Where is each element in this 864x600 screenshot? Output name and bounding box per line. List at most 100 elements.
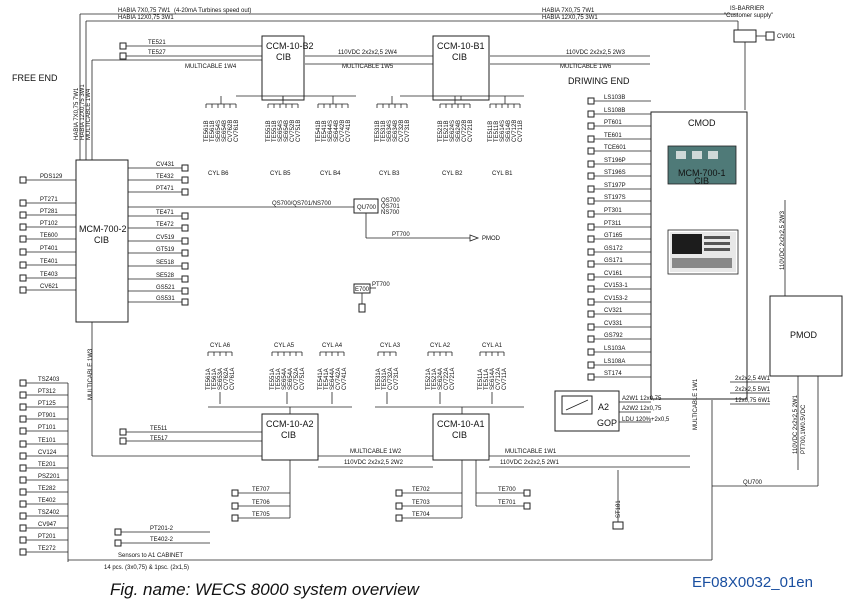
cyl-a-signal-1-2: SE654A bbox=[282, 368, 288, 390]
cyl-b-signal-5-1: TE511B bbox=[494, 121, 500, 142]
top-cable-left-1: HABIA 7X0,75 7W1 bbox=[118, 8, 171, 14]
mcm-left-label-7: TE403 bbox=[40, 272, 58, 278]
cyl-b-signal-3-1: TE531B bbox=[381, 120, 387, 142]
mcm-left-terminal-7 bbox=[19, 274, 27, 282]
pmod-title: PMOD bbox=[790, 330, 818, 340]
cmod-input-terminal-3 bbox=[587, 135, 595, 143]
cmod-input-terminal-0 bbox=[587, 97, 595, 105]
left-bottom-label-6: CV124 bbox=[38, 450, 57, 456]
left-bottom-terminal-11 bbox=[19, 512, 27, 520]
mcm-left-label-0: PDS129 bbox=[40, 174, 63, 180]
top-cable-right-1: HABIA 7X0,75 7W1 bbox=[542, 8, 595, 14]
cmod-input-terminal-15 bbox=[587, 285, 595, 293]
cmod-input-terminal-9 bbox=[587, 210, 595, 218]
cmod-input-label-9: PT301 bbox=[604, 208, 622, 214]
cyl-b-signal-4-4: CV722B bbox=[462, 120, 468, 142]
cyl-a-label-0: CYL A6 bbox=[210, 343, 231, 349]
mcm-left-label-4: TE600 bbox=[40, 233, 58, 239]
gop-cable-0: A2W1 12x0,75 bbox=[622, 396, 662, 402]
cyl-b-label-4: CYL B2 bbox=[442, 171, 463, 177]
mcm-right-terminal-9 bbox=[181, 287, 189, 295]
is-barrier: IS-BARRIER "Customer supply" CV901 bbox=[724, 6, 796, 110]
mcm-left-label-8: CV621 bbox=[40, 284, 59, 290]
cyl-a-signal-1-1: TE551A bbox=[276, 368, 282, 390]
pmod-vertical-0: 110VDC 2x2x2,5 2W3 bbox=[780, 210, 786, 270]
cmod-input-terminal-17 bbox=[587, 310, 595, 318]
cyl-a-signal-5-2: SE614A bbox=[490, 368, 496, 390]
cyl-a-signal-0-3: CV762A bbox=[224, 368, 230, 390]
cyl-a-signal-2-4: CV741A bbox=[342, 368, 348, 390]
mcm-right-label-1: TE432 bbox=[156, 174, 174, 180]
mcm-700-2-title: MCM-700-2 bbox=[79, 224, 127, 234]
ccm-a2-box bbox=[261, 413, 319, 461]
top-cable-left-2: HABIA 12X0,75 3W1 bbox=[118, 15, 174, 21]
ccm-a2-sub: CIB bbox=[281, 430, 296, 440]
cyl-b-label-3: CYL B3 bbox=[379, 171, 400, 177]
cyl-a-label-3: CYL A3 bbox=[380, 343, 401, 349]
mcm-right-label-3: TE471 bbox=[156, 210, 174, 216]
left-bottom-terminal-2 bbox=[19, 403, 27, 411]
cmod-input-terminal-4 bbox=[587, 147, 595, 155]
cmod-input-label-20: LS103A bbox=[604, 346, 625, 352]
power-a1-label: 110VDC 2x2x2,5 2W1 bbox=[500, 460, 560, 466]
left-bottom-label-7: TE201 bbox=[38, 462, 56, 468]
cyl-b-signal-4-3: SE624B bbox=[456, 120, 462, 142]
left-bottom-terminal-7 bbox=[19, 464, 27, 472]
gop-label: GOP bbox=[597, 418, 617, 428]
left-bottom-label-14: TE272 bbox=[38, 546, 56, 552]
mcm-right-terminal-4 bbox=[181, 224, 189, 232]
left-bottom-label-2: PT125 bbox=[38, 401, 56, 407]
cyl-b-signal-2-0: TE541B bbox=[316, 120, 322, 142]
left-bottom-terminal-14 bbox=[19, 548, 27, 556]
cmod-input-label-6: ST196S bbox=[604, 170, 626, 176]
left-bottom-terminal-9 bbox=[19, 488, 27, 496]
power-b1-label: 110VDC 2x2x2,5 2W3 bbox=[566, 50, 626, 56]
ccm-b2-title: CCM-10-B2 bbox=[266, 41, 314, 51]
mcm-right-terminal-3 bbox=[181, 212, 189, 220]
ccm-a2-bottom-terminal-2 bbox=[231, 514, 239, 522]
left-bottom-terminal-0 bbox=[19, 379, 27, 387]
ccm-a1-bottom-label-1: TE703 bbox=[412, 500, 430, 506]
cyl-b-label-2: CYL B4 bbox=[320, 171, 341, 177]
cyl-b-signal-4-2: SE624S bbox=[450, 120, 456, 142]
qu700-label: QU700 bbox=[357, 205, 377, 211]
multicable-1w3: MULTICABLE 1W3 bbox=[88, 322, 94, 456]
cmod-input-terminal-21 bbox=[587, 361, 595, 369]
mcm-right-terminal-0 bbox=[181, 164, 189, 172]
cyl-a-signal-5-0: TE511A bbox=[478, 369, 484, 390]
cyl-b-signal-4-5: CV721B bbox=[468, 120, 474, 142]
ccm-a-row: CCM-10-A2 CIB CCM-10-A1 CIB TE511 TE517 … bbox=[92, 406, 690, 468]
left-bottom-label-11: TSZ402 bbox=[38, 510, 60, 516]
ccm-a1-sub: CIB bbox=[452, 430, 467, 440]
e700-block: E700 PT700 bbox=[353, 282, 390, 313]
mcm-left-terminal-2 bbox=[19, 211, 27, 219]
barrier-title: IS-BARRIER bbox=[730, 6, 765, 12]
mcm-right-outputs: CV431TE432PT471TE471TE472CV519GT519SE518… bbox=[128, 162, 189, 306]
cmod-inputs: LS103BLS108BPT601TE601TCE601ST196PST196S… bbox=[587, 95, 651, 381]
cyl-b-signal-1-3: SE654B bbox=[284, 120, 290, 142]
mcm-left-terminal-4 bbox=[19, 235, 27, 243]
cmod-input-terminal-13 bbox=[587, 260, 595, 268]
mcm-right-terminal-6 bbox=[181, 249, 189, 257]
figure-caption: Fig. name: WECS 8000 system overview bbox=[110, 580, 421, 599]
cyl-b-signal-0-3: SE654B bbox=[222, 120, 228, 142]
cyl-b-signal-4-1: TE521B bbox=[444, 120, 450, 142]
cyl-b-signal-0-4: CV762B bbox=[228, 120, 234, 142]
mcm-right-label-5: CV519 bbox=[156, 235, 175, 241]
left-bottom-label-5: TE101 bbox=[38, 438, 56, 444]
ccm-a1-right-label-1: TE701 bbox=[498, 500, 516, 506]
mcm-right-terminal-10 bbox=[181, 298, 189, 306]
mcm-700-1-sub: CIB bbox=[694, 176, 709, 186]
ccm-a2-title: CCM-10-A2 bbox=[266, 419, 314, 429]
ccm-a1-bottom-label-0: TE702 bbox=[412, 487, 430, 493]
cmod-input-terminal-20 bbox=[587, 348, 595, 356]
ccm-b2-box bbox=[261, 35, 305, 101]
qu700-out-1: QS701 bbox=[381, 204, 400, 210]
mcm-right-terminal-7 bbox=[181, 262, 189, 270]
mcm-right-terminal-8 bbox=[181, 275, 189, 283]
mcm-left-terminal-0 bbox=[19, 176, 27, 184]
pmod: PMOD 2x2x2,5 4W1 2x2x2,5 5W1 12x0,75 6W1… bbox=[693, 200, 843, 487]
cmod-input-terminal-7 bbox=[587, 185, 595, 193]
mcm-right-label-9: GS521 bbox=[156, 285, 175, 291]
